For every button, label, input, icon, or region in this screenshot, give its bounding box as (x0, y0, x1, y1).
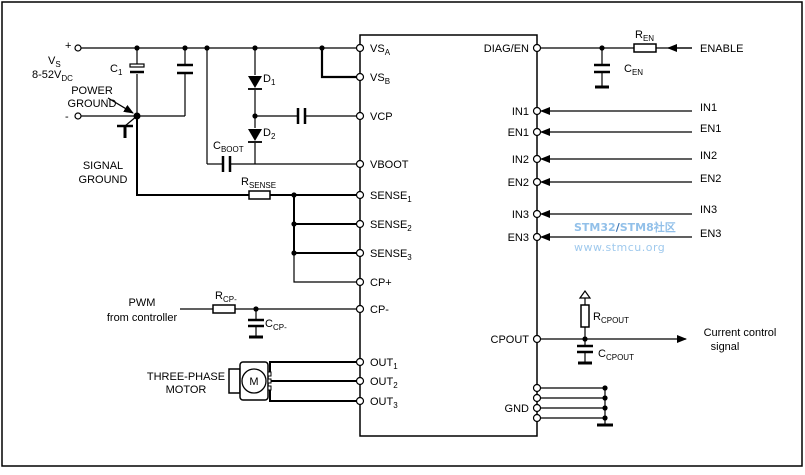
left-pin-labels: VSA VSB VCP VBOOT SENSE1 SENSE2 SENSE3 C… (370, 43, 412, 410)
power-ground-label-1: POWER (71, 85, 113, 97)
ccp-label: CCP- (265, 318, 287, 332)
left-wiring (80, 47, 357, 402)
signal-ground-symbol (117, 124, 133, 138)
signal-ground-label-2: GROUND (79, 174, 128, 186)
pin-vsa-label: VSA (370, 43, 391, 57)
pin-out2-label: OUT2 (370, 376, 398, 390)
pin-gnd-label: GND (505, 403, 530, 415)
outer-border (1, 1, 803, 467)
c1-label: C1 (110, 63, 123, 77)
motor-label-1: THREE-PHASE (147, 371, 225, 383)
cboot-label: CBOOT (213, 140, 244, 154)
rcp-label: RCP- (215, 290, 237, 304)
pin-en3-label: EN3 (508, 232, 529, 244)
pin-en2-label: EN2 (508, 177, 529, 189)
pin-cpplus-label: CP+ (370, 277, 392, 289)
c1-capacitor (129, 63, 145, 74)
right-junctions (582, 45, 608, 421)
en3-signal-label: EN3 (700, 228, 721, 240)
power-ground-label-2: GROUND (68, 98, 117, 110)
pin-in1-label: IN1 (512, 106, 529, 118)
input-arrows (540, 44, 692, 241)
ren-label: REN (635, 29, 654, 43)
pin-vsb-label: VSB (370, 72, 390, 86)
right-wiring (540, 47, 692, 424)
bypass-capacitor (177, 63, 193, 75)
d2-diode (248, 129, 262, 143)
signal-ground-label-1: SIGNAL (83, 160, 123, 172)
d1-diode (248, 76, 262, 90)
supply-terminals (74, 44, 82, 120)
motor-letter: M (249, 376, 258, 388)
in2-signal-label: IN2 (700, 150, 717, 162)
current-control-label-2: signal (711, 341, 740, 353)
pwm-label-1: PWM (129, 297, 156, 309)
en1-signal-label: EN1 (700, 123, 721, 135)
rsense-resistor (248, 190, 271, 200)
rcpout-label: RCPOUT (593, 311, 629, 325)
cboot-capacitor (221, 156, 232, 172)
pin-in2-label: IN2 (512, 154, 529, 166)
enable-label: ENABLE (700, 43, 743, 55)
rsense-label: RSENSE (241, 176, 276, 190)
watermark: STM32/STM8社区 www.stmcu.org (574, 220, 676, 254)
motor-symbol: M (228, 361, 272, 401)
ccpout-label: CCPOUT (598, 348, 634, 362)
power-ground-arrow (107, 97, 134, 114)
minus-sign: - (65, 111, 69, 123)
plus-sign: + (65, 40, 71, 52)
ccpout-capacitor (577, 344, 593, 365)
junction-dots (133, 45, 325, 312)
motor-label-2: MOTOR (166, 384, 207, 396)
vs-range-label: 8-52VDC (32, 69, 73, 83)
ren-resistor (633, 43, 657, 53)
pin-in3-label: IN3 (512, 209, 529, 221)
pin-en1-label: EN1 (508, 127, 529, 139)
d2-label: D2 (263, 127, 276, 141)
watermark-line1: STM32/STM8社区 (574, 220, 676, 234)
pin-cpminus-label: CP- (370, 304, 389, 316)
cen-label: CEN (624, 63, 643, 77)
left-pin-circles (355, 43, 365, 406)
rcpout-resistor (578, 289, 592, 328)
d1-label: D1 (263, 73, 276, 87)
rcp-resistor (212, 304, 236, 314)
cen-capacitor (594, 63, 610, 89)
in1-signal-label: IN1 (700, 102, 717, 114)
in3-signal-label: IN3 (700, 204, 717, 216)
pin-diagen-label: DIAG/EN (484, 43, 529, 55)
pin-vcp-label: VCP (370, 111, 393, 123)
pin-sense3-label: SENSE3 (370, 248, 412, 262)
pin-sense2-label: SENSE2 (370, 219, 412, 233)
en2-signal-label: EN2 (700, 173, 721, 185)
ccp-capacitor (248, 318, 264, 339)
pin-sense1-label: SENSE1 (370, 190, 412, 204)
pin-out3-label: OUT3 (370, 396, 398, 410)
pwm-label-2: from controller (107, 312, 178, 324)
current-control-label-1: Current control (704, 327, 777, 339)
watermark-line2: www.stmcu.org (574, 241, 665, 254)
vs-label: VS (48, 55, 61, 69)
pin-out1-label: OUT1 (370, 357, 398, 371)
vcp-capacitor (296, 108, 307, 124)
pin-cpout-label: CPOUT (491, 334, 530, 346)
pin-vboot-label: VBOOT (370, 159, 409, 171)
right-pin-labels: DIAG/EN IN1 EN1 IN2 EN2 IN3 EN3 CPOUT GN… (484, 43, 530, 415)
